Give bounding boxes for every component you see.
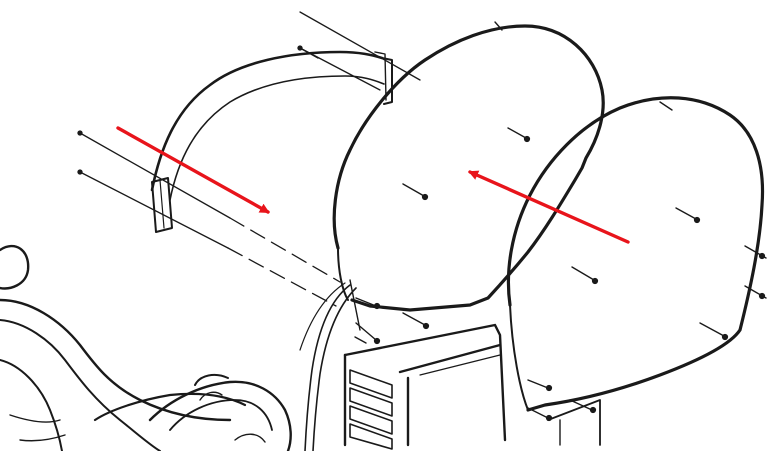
tool-body [0, 244, 292, 451]
screws-right-panel [527, 101, 767, 422]
install-direction-arrow-right [116, 126, 270, 214]
base-housing [343, 323, 601, 447]
install-direction-arrow-left [468, 170, 630, 244]
louver-vents [349, 369, 393, 450]
curved-handle-bracket [150, 50, 393, 233]
tubes [299, 282, 357, 451]
middle-panel [332, 24, 605, 331]
guide-rods [77, 130, 341, 307]
screws-middle-panel [299, 21, 531, 345]
right-panel [506, 96, 765, 412]
